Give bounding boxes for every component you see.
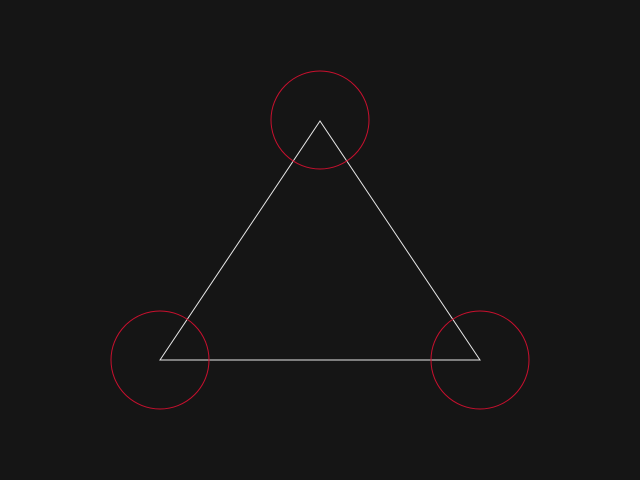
top-vertex-circle xyxy=(270,70,370,170)
bottom-left-vertex-circle xyxy=(110,310,210,410)
bottom-right-vertex-circle xyxy=(430,310,530,410)
triangle xyxy=(159,120,481,361)
